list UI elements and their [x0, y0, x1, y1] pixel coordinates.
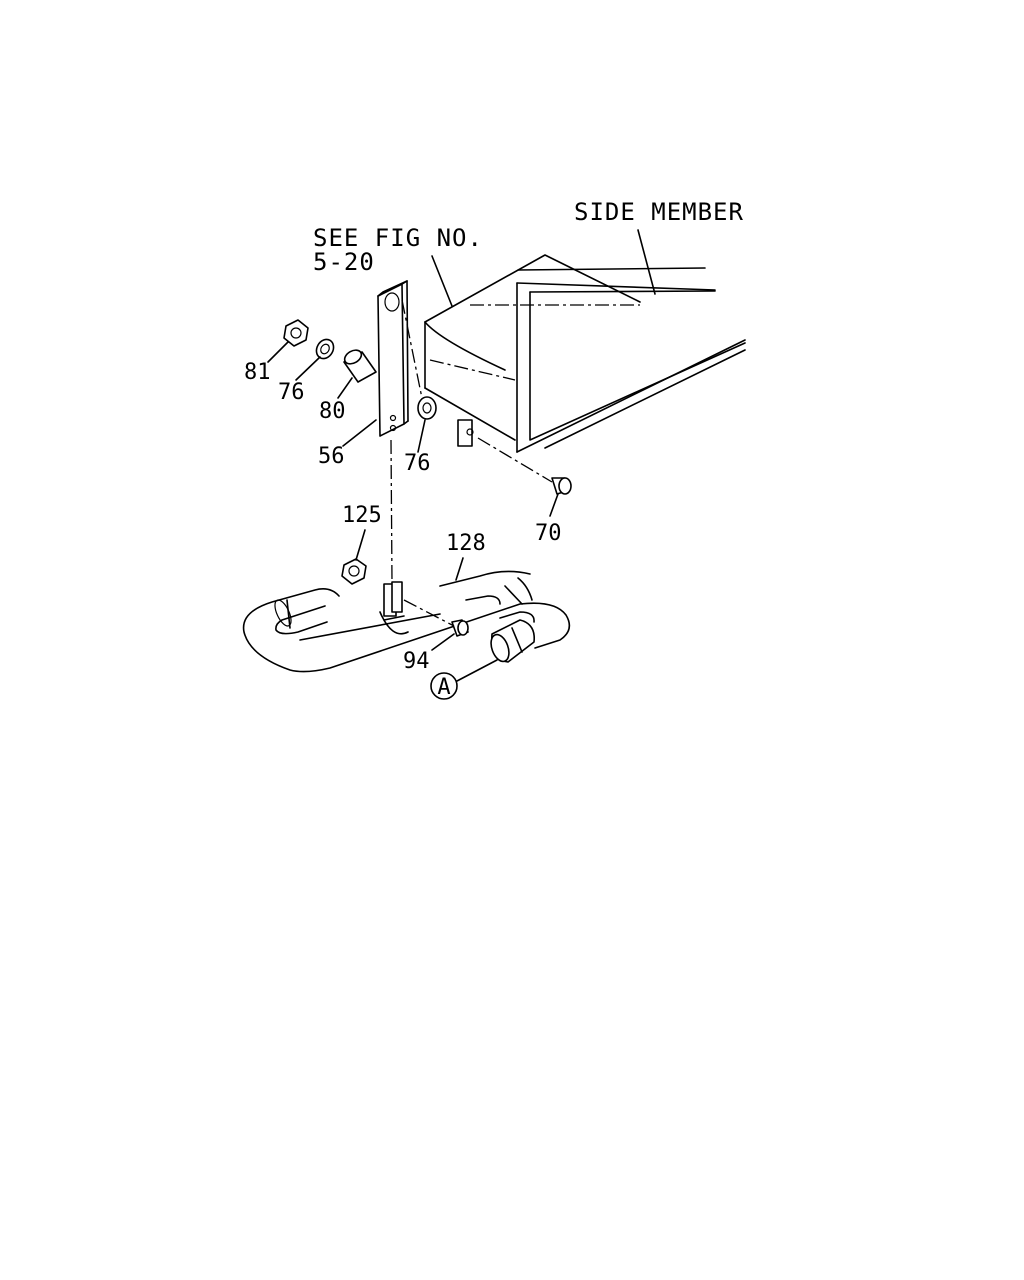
callout-128: 128: [446, 531, 486, 556]
washer-76-top: [315, 338, 335, 360]
callout-76-top: 76: [278, 380, 305, 405]
side-member-title: SIDE MEMBER: [574, 198, 744, 226]
callout-a: A: [437, 675, 450, 700]
frame-bracket-box: [424, 254, 641, 447]
see-fig-line2: 5-20: [313, 248, 375, 276]
see-fig-line1: SEE FIG NO.: [313, 224, 483, 252]
callout-56: 56: [318, 444, 345, 469]
side-member-leader: [637, 229, 656, 295]
callout-125: 125: [342, 503, 382, 528]
bracket-plate-56: [377, 280, 409, 437]
callout-70: 70: [535, 521, 562, 546]
bolt-94: [451, 619, 469, 637]
bolt-70: [551, 477, 572, 495]
spacer-80: [343, 349, 377, 383]
callout-76-right: 76: [404, 451, 431, 476]
callout-94: 94: [403, 649, 430, 674]
see-fig-leader: [431, 255, 453, 307]
nut-125: [341, 558, 367, 585]
bracket-tab: [457, 419, 473, 447]
callout-81: 81: [244, 360, 271, 385]
reference-a-marker: A: [430, 659, 498, 700]
pipe-clip: [379, 581, 409, 635]
callout-80: 80: [319, 399, 346, 424]
side-member-channel: [516, 267, 746, 453]
nut-81: [283, 319, 309, 347]
washer-76-right: [417, 396, 437, 420]
pipe-clamp: [490, 619, 536, 663]
exhaust-pipe-128: [242, 570, 571, 673]
